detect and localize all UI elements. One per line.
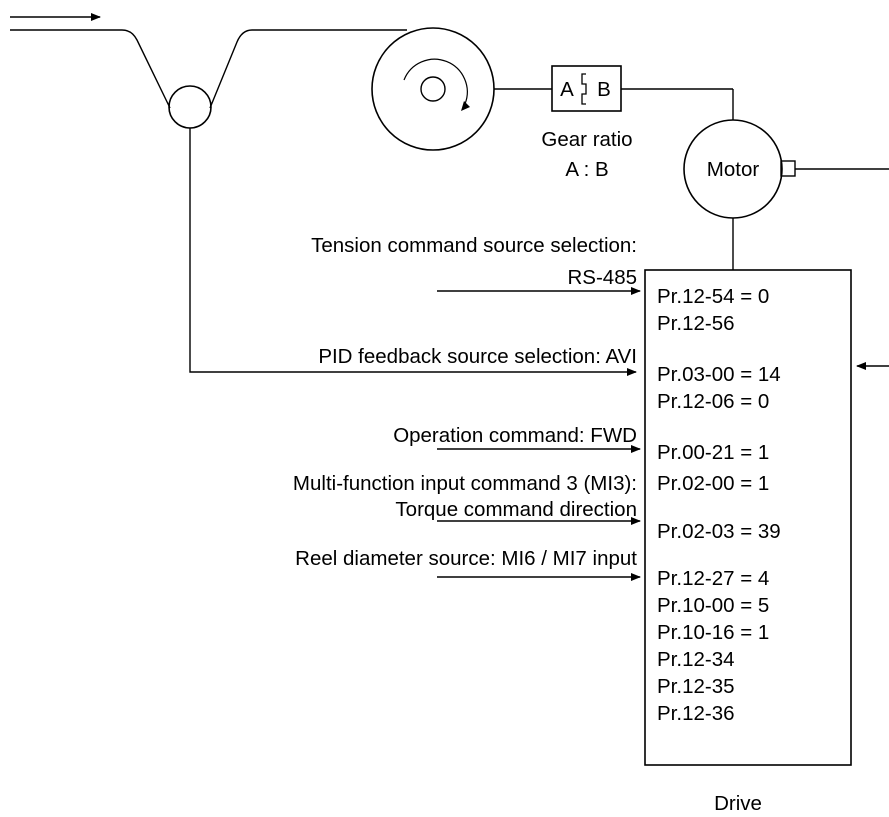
param-12-27: Pr.12-27 = 4 [657,567,769,590]
param-02-03: Pr.02-03 = 39 [657,520,781,543]
drive-box [644,269,852,766]
param-12-06: Pr.12-06 = 0 [657,390,769,413]
reel-diameter-label: Reel diameter source: MI6 / MI7 input [295,547,637,570]
gear-coupling-icon [581,73,587,105]
gear-ratio-value: A : B [565,158,608,181]
param-12-56: Pr.12-56 [657,312,735,335]
gear-label-a: A [560,78,574,101]
encoder-icon [780,160,796,177]
torque-direction-label: Torque command direction [395,498,637,521]
param-12-36: Pr.12-36 [657,702,735,725]
dancer-feedback-line [189,128,637,376]
motor-label: Motor [707,158,760,181]
tension-command-value: RS-485 [567,266,637,289]
material-web-path [10,29,407,109]
param-00-21: Pr.00-21 = 1 [657,441,769,464]
operation-command-label: Operation command: FWD [393,424,637,447]
reel-core [420,76,446,102]
param-12-35: Pr.12-35 [657,675,735,698]
gear-box: A B [551,65,622,112]
param-10-16: Pr.10-16 = 1 [657,621,769,644]
motor: Motor [683,119,783,219]
tension-command-label: Tension command source selection: [311,234,637,257]
mi3-label: Multi-function input command 3 (MI3): [293,472,637,495]
reel-rotation-arrow-icon [403,58,468,105]
param-03-00: Pr.03-00 = 14 [657,363,781,386]
gear-label-b: B [597,78,611,101]
param-02-00: Pr.02-00 = 1 [657,472,769,495]
reel [371,27,495,151]
dancer-roller [168,85,212,129]
gear-ratio-caption: Gear ratio [541,128,632,151]
param-12-34: Pr.12-34 [657,648,735,671]
param-10-00: Pr.10-00 = 5 [657,594,769,617]
param-12-54: Pr.12-54 = 0 [657,285,769,308]
drive-label: Drive [714,792,762,815]
pid-feedback-label: PID feedback source selection: AVI [318,345,637,368]
